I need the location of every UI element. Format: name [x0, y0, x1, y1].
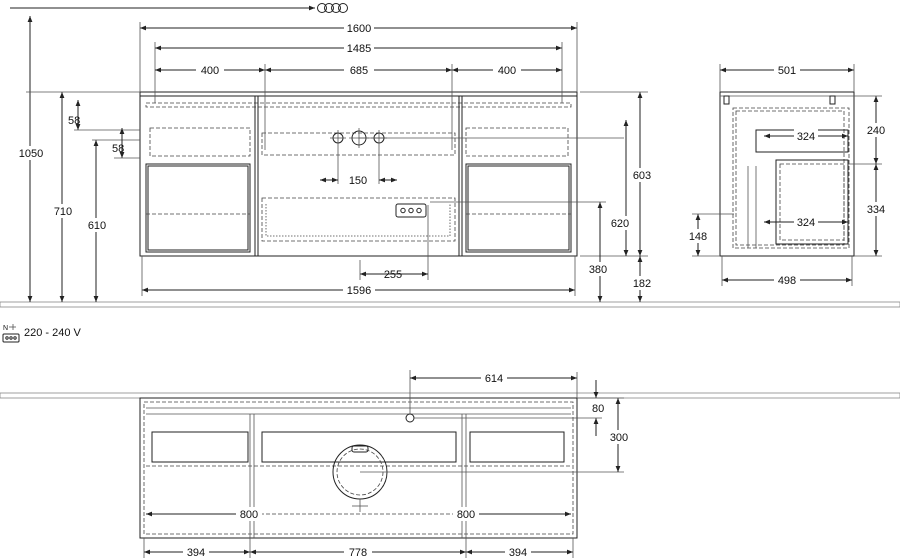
dim-floor-182: 182 — [633, 278, 651, 290]
dim-total-height: 1050 — [19, 148, 43, 160]
dim-upper-h: 240 — [867, 125, 885, 137]
floor-line-lower — [0, 392, 900, 399]
front-dimension-labels: 1050 710 610 58 58 1600 1485 400 685 400… — [19, 21, 653, 297]
dim-left-module: 400 — [201, 65, 219, 77]
dim-shelf-top: 324 — [797, 131, 815, 143]
dim-depth-top: 501 — [778, 65, 796, 77]
dim-right-bottom: 394 — [509, 547, 527, 559]
dim-center-bottom: 778 — [349, 547, 367, 559]
front-dimensions — [26, 16, 648, 302]
dim-left-800: 800 — [240, 509, 258, 521]
voltage-label: 220 - 240 V — [24, 327, 82, 339]
dim-left-bottom: 394 — [187, 547, 205, 559]
side-dimension-labels: 501 498 324 324 240 334 148 — [686, 63, 888, 287]
svg-text:N: N — [3, 325, 8, 332]
dim-shelf-bottom: 324 — [797, 217, 815, 229]
dim-drain-h: 148 — [689, 231, 707, 243]
dim-upper-offset: 58 — [68, 115, 80, 127]
top-dimensions — [143, 372, 624, 558]
dim-depth-300: 300 — [610, 432, 628, 444]
dim-center-module: 685 — [350, 65, 368, 77]
top-dimension-labels: 614 80 300 800 800 394 778 394 — [183, 371, 631, 559]
ring-chain-icon — [10, 3, 348, 13]
dim-width-total: 1600 — [347, 23, 371, 35]
dim-body-height: 603 — [633, 170, 651, 182]
dim-floor-380: 380 — [589, 264, 607, 276]
dim-lower-h: 334 — [867, 204, 885, 216]
floor-line-upper — [0, 301, 900, 308]
dim-drawer-height: 620 — [611, 218, 629, 230]
dim-depth-80: 80 — [592, 403, 604, 415]
dim-tap-spacing: 150 — [349, 175, 367, 187]
dim-depth-bottom: 498 — [778, 275, 796, 287]
dim-lower-offset: 58 — [112, 143, 124, 155]
dim-width-inner: 1485 — [347, 43, 371, 55]
dim-sink-height: 610 — [88, 220, 106, 232]
dim-drain-offset: 255 — [384, 269, 402, 281]
power-socket-icon: N — [2, 324, 20, 343]
dim-bottom-width: 1596 — [347, 285, 371, 297]
dim-top-height: 710 — [54, 206, 72, 218]
top-view — [139, 370, 624, 539]
side-view — [719, 91, 855, 257]
dim-wall-offset: 614 — [485, 373, 503, 385]
dim-right-module: 400 — [498, 65, 516, 77]
front-view — [139, 91, 624, 280]
dim-right-800: 800 — [457, 509, 475, 521]
